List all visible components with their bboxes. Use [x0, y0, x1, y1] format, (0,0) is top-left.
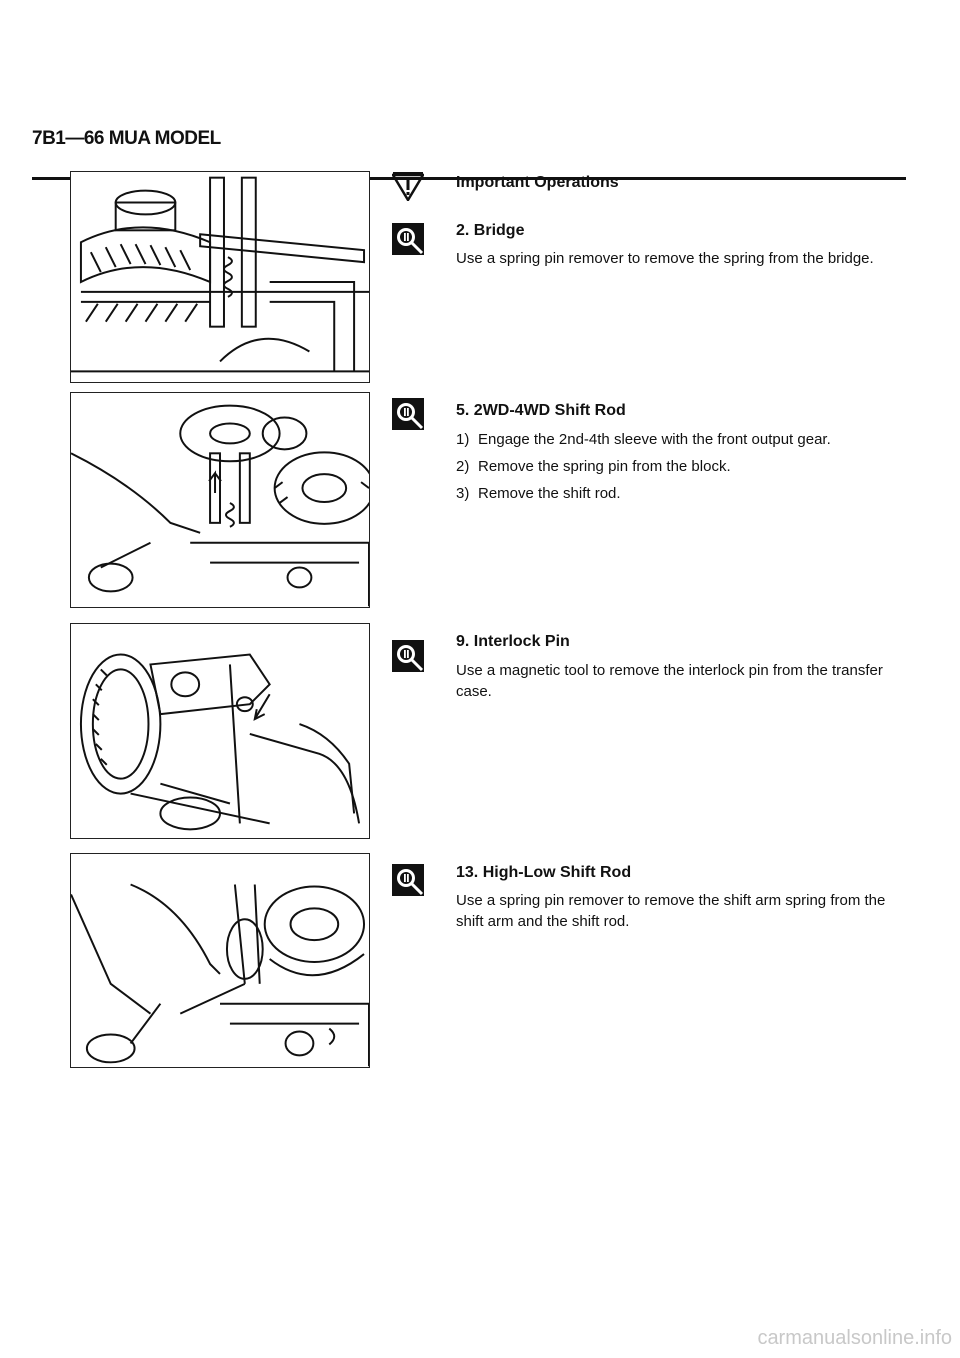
- step-item: 1) Engage the 2nd-4th sleeve with the fr…: [456, 429, 910, 450]
- body-text: Use a spring pin remover to remove the s…: [456, 892, 886, 930]
- removal-magnifier-icon: [392, 640, 424, 677]
- section-heading-high-low-shift-rod: 13. High-Low Shift Rod: [456, 864, 632, 881]
- step-number: 2): [456, 458, 470, 475]
- shift-rod-illustration: [71, 404, 369, 607]
- removal-magnifier-icon: [392, 223, 424, 260]
- step-item: 3) Remove the shift rod.: [456, 483, 910, 504]
- figure-bridge: [70, 171, 370, 383]
- page-header: 7B1—66 MUA MODEL: [32, 128, 221, 149]
- step-number: 1): [456, 431, 470, 448]
- step-number: 3): [456, 485, 470, 502]
- important-operations-title: Important Operations: [456, 174, 619, 191]
- step-text: Engage the 2nd-4th sleeve with the front…: [478, 431, 831, 448]
- step-item: 2) Remove the spring pin from the block.: [456, 456, 910, 477]
- important-operation-triangle-icon: [390, 171, 426, 206]
- watermark: carmanualsonline.info: [757, 1327, 952, 1349]
- removal-magnifier-icon: [392, 398, 424, 435]
- figure-interlock-pin: [70, 623, 370, 839]
- section-body-high-low-shift-rod: Use a spring pin remover to remove the s…: [456, 890, 910, 932]
- high-low-shift-rod-illustration: [71, 883, 369, 1067]
- section-heading-interlock-pin: 9. Interlock Pin: [456, 633, 570, 650]
- section-heading-shift-rod: 5. 2WD-4WD Shift Rod: [456, 402, 626, 419]
- section-body-interlock-pin: Use a magnetic tool to remove the interl…: [456, 660, 910, 702]
- interlock-pin-illustration: [79, 653, 361, 831]
- body-text: Use a spring pin remover to remove the s…: [456, 250, 874, 267]
- section-heading-bridge: 2. Bridge: [456, 222, 525, 239]
- removal-magnifier-icon: [392, 864, 424, 901]
- bridge-illustration: [71, 176, 369, 373]
- body-text: Use a magnetic tool to remove the interl…: [456, 662, 883, 700]
- figure-shift-rod: [70, 392, 370, 608]
- section-body-bridge: Use a spring pin remover to remove the s…: [456, 248, 910, 269]
- section-steps-shift-rod: 1) Engage the 2nd-4th sleeve with the fr…: [456, 429, 910, 510]
- header-rule: [32, 177, 906, 180]
- step-text: Remove the shift rod.: [478, 485, 621, 502]
- figure-high-low-shift-rod: [70, 853, 370, 1068]
- step-text: Remove the spring pin from the block.: [478, 458, 731, 475]
